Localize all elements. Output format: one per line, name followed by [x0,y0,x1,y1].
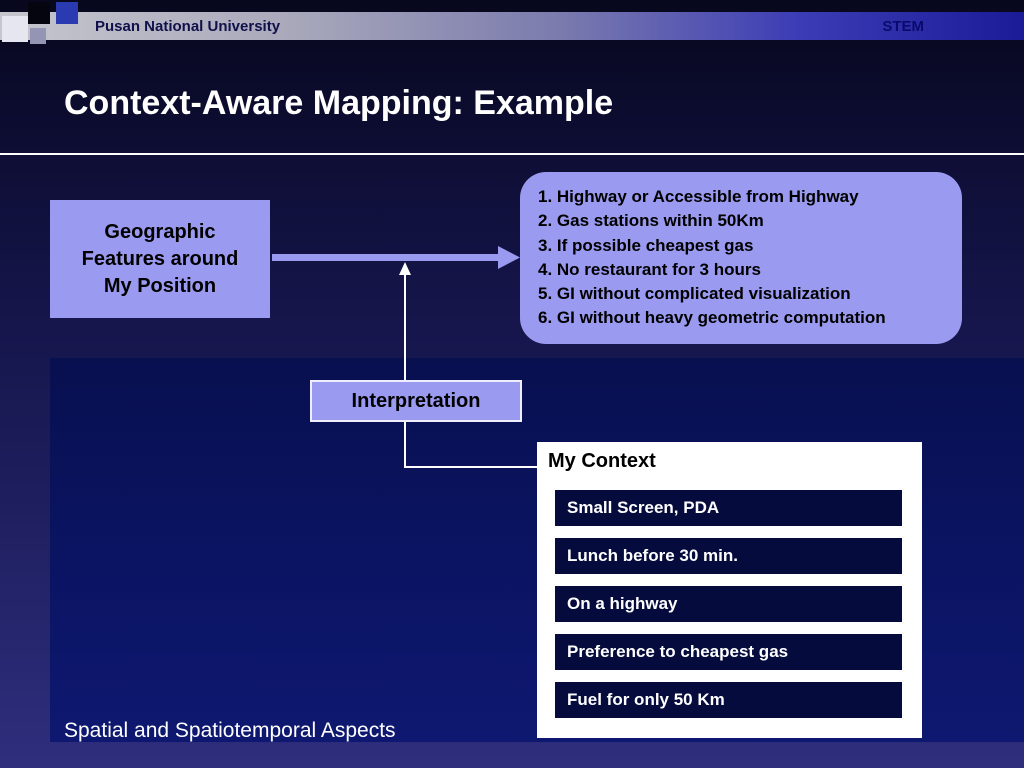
geographic-features-box: Geographic Features around My Position [50,200,270,318]
context-item: Fuel for only 50 Km [555,682,902,718]
decoration-square-white [2,16,28,42]
slide-title: Context-Aware Mapping: Example [64,84,614,122]
requirement-item: 3. If possible cheapest gas [538,235,754,255]
decoration-square-blue [56,2,78,24]
header-bar: Pusan National University STEM [0,12,1024,40]
title-divider [0,153,1024,155]
university-name: Pusan National University [95,17,281,35]
footer-caption: Spatial and Spatiotemporal Aspects [64,719,396,742]
context-item: Small Screen, PDA [555,490,902,526]
my-context-list: Small Screen, PDA Lunch before 30 min. O… [555,490,902,718]
features-to-requirements-arrow [272,246,520,269]
my-context-box: My Context Small Screen, PDA Lunch befor… [537,442,922,738]
requirement-item: 4. No restaurant for 3 hours [538,259,761,279]
my-context-title: My Context [548,450,656,472]
context-item: On a highway [555,586,902,622]
org-label: STEM [882,17,924,35]
requirement-item: 5. GI without complicated visualization [538,284,851,304]
decoration-square-gray [30,28,46,44]
requirement-item: 6. GI without heavy geometric computatio… [538,308,886,328]
context-item: Preference to cheapest gas [555,634,902,670]
interpretation-box: Interpretation [310,380,522,422]
requirement-item: 1. Highway or Accessible from Highway [538,187,859,206]
decoration-square-black [28,2,50,24]
requirements-box: 1. Highway or Accessible from Highway 2.… [520,172,962,344]
requirement-item: 2. Gas stations within 50Km [538,211,764,231]
context-item: Lunch before 30 min. [555,538,902,574]
